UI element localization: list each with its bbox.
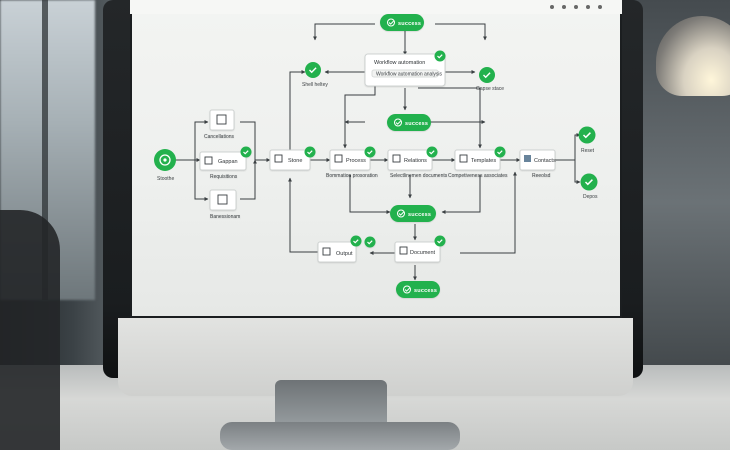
relations-caption: Selectlinemen documents bbox=[390, 173, 448, 179]
output-label: Output bbox=[336, 251, 353, 257]
status-icon bbox=[562, 5, 566, 9]
right-check-b-label: Depos bbox=[583, 194, 598, 200]
start-node-label: Stoothe bbox=[157, 176, 174, 182]
status-icon bbox=[550, 5, 554, 9]
success-pill-center-text: success bbox=[408, 212, 431, 218]
office-chair bbox=[0, 210, 60, 450]
success-pill-mid-text: success bbox=[405, 121, 428, 127]
right-top-caption: Gapse stace bbox=[476, 86, 504, 92]
success-pill-bottom: success bbox=[396, 281, 440, 298]
process-node[interactable]: Process Bommation prosoration bbox=[326, 146, 378, 180]
workflow-automation-title: Workflow automation bbox=[374, 60, 425, 66]
relations-label: Relations bbox=[404, 158, 427, 164]
store-caption: Shell heltey bbox=[302, 82, 328, 88]
check-circle-right-top: Gapse stace bbox=[476, 67, 504, 92]
success-pill-center: success bbox=[390, 205, 436, 222]
output-node[interactable]: Output bbox=[317, 235, 362, 263]
start-node[interactable]: Stoothe bbox=[154, 149, 176, 182]
bottom-left-label: Banessionam bbox=[210, 214, 240, 220]
workflow-automation-subtitle: Workflow automation analysis bbox=[376, 72, 443, 78]
right-check-a-label: Reset bbox=[581, 148, 595, 154]
success-pill-top-text: success bbox=[398, 21, 421, 27]
queue-label: Gappan bbox=[218, 159, 238, 165]
success-pill-bottom-text: success bbox=[414, 288, 437, 294]
store-node[interactable]: Stone bbox=[269, 146, 316, 171]
templates-caption: Competiveness associates bbox=[448, 173, 508, 179]
desk-lamp-shade bbox=[656, 16, 730, 96]
process-label: Process bbox=[346, 158, 366, 164]
workflow-automation-node[interactable]: Workflow automation Workflow automation … bbox=[364, 50, 446, 87]
status-icon bbox=[574, 5, 578, 9]
check-circle-store: Shell heltey bbox=[302, 62, 328, 88]
relations-node[interactable]: Relations Selectlinemen documents bbox=[387, 146, 448, 180]
right-check-a: Reset bbox=[578, 126, 596, 154]
connectors bbox=[175, 23, 581, 281]
cancellations-node[interactable]: Cancellations bbox=[204, 109, 235, 140]
success-pill-top: success bbox=[380, 14, 424, 31]
requisitions-label: Requisitions bbox=[210, 174, 238, 180]
document-node[interactable]: Document bbox=[364, 235, 446, 263]
contacts-caption: Reeolsd bbox=[532, 173, 551, 179]
cancellations-label: Cancellations bbox=[204, 134, 235, 140]
screen-topbar bbox=[130, 0, 622, 14]
monitor-screen: success Workflow automation Workflow aut… bbox=[130, 0, 622, 318]
bottom-left-node[interactable]: Banessionam bbox=[209, 189, 240, 220]
process-caption: Bommation prosoration bbox=[326, 173, 378, 179]
right-check-b: Depos bbox=[580, 173, 598, 200]
contacts-node[interactable]: Contacts Reeolsd bbox=[519, 149, 556, 179]
workflow-diagram: success Workflow automation Workflow aut… bbox=[154, 14, 598, 298]
window-frame bbox=[42, 0, 48, 300]
queue-node[interactable]: Gappan Requisitions bbox=[199, 146, 252, 181]
monitor-stand-foot bbox=[220, 422, 460, 450]
templates-label: Templates bbox=[471, 158, 496, 164]
status-icon bbox=[598, 5, 602, 9]
success-pill-mid: success bbox=[387, 114, 431, 131]
store-label: Stone bbox=[288, 158, 302, 164]
contacts-label: Contacts bbox=[534, 158, 556, 164]
status-icon bbox=[586, 5, 590, 9]
document-label: Document bbox=[410, 250, 436, 256]
templates-node[interactable]: Templates Competiveness associates bbox=[448, 146, 508, 180]
monitor-stand bbox=[275, 380, 387, 430]
